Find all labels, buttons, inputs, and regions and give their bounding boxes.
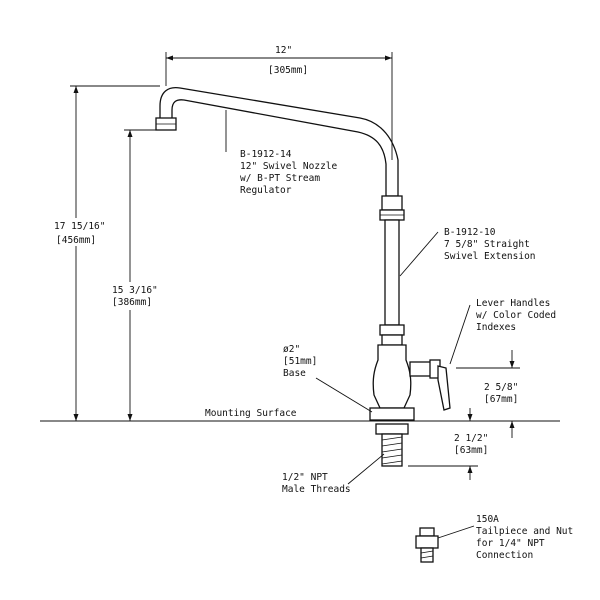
lock-nut bbox=[375, 423, 409, 435]
tailpiece-nut bbox=[415, 535, 439, 549]
thread-lines bbox=[381, 436, 403, 465]
label-bg bbox=[110, 282, 156, 310]
handle-height-in-label: 2 5/8" bbox=[484, 382, 518, 393]
arrow bbox=[467, 414, 473, 421]
width-mm-label: [305mm] bbox=[268, 65, 308, 76]
extension-leader bbox=[399, 231, 439, 277]
swivel-extension bbox=[384, 219, 400, 326]
arrow bbox=[166, 55, 173, 61]
total-height-in-label: 17 15/16" bbox=[54, 221, 105, 232]
base-flange bbox=[369, 407, 415, 421]
base-label: Base bbox=[283, 368, 306, 379]
tailpiece-callout-3: for 1/4" NPT bbox=[476, 538, 545, 549]
tailpiece-callout-4: Connection bbox=[476, 550, 533, 561]
extension-callout-2: 7 5/8" Straight bbox=[444, 239, 530, 250]
total-height-mm-label: [456mm] bbox=[56, 235, 96, 246]
lower-nut bbox=[379, 324, 405, 336]
tailpiece-top bbox=[419, 527, 435, 537]
base-leader bbox=[315, 377, 373, 413]
lever-handle bbox=[437, 365, 451, 411]
arrow bbox=[467, 466, 473, 473]
arrow bbox=[73, 86, 79, 93]
stem-height-in-label: 15 3/16" bbox=[112, 285, 158, 296]
mounting-surface-label: Mounting Surface bbox=[205, 408, 297, 419]
stem-height-mm-label: [386mm] bbox=[112, 297, 152, 308]
tailpiece-thread bbox=[420, 547, 434, 563]
upper-coupling bbox=[381, 195, 403, 211]
handle-height-mm-label: [67mm] bbox=[484, 394, 518, 405]
arrow bbox=[73, 414, 79, 421]
shank-mm-label: [63mm] bbox=[454, 445, 488, 456]
handle-stem bbox=[409, 361, 433, 377]
nozzle-callout-2: 12" Swivel Nozzle bbox=[240, 161, 338, 172]
tailpiece-thread-line-1 bbox=[420, 550, 434, 554]
tailpiece-callout-2: Tailpiece and Nut bbox=[476, 526, 573, 537]
threaded-shank bbox=[381, 433, 403, 467]
threads-leader bbox=[347, 453, 385, 485]
arrow bbox=[127, 414, 133, 421]
extension-callout-3: Swivel Extension bbox=[444, 251, 536, 262]
faucet-body bbox=[372, 344, 412, 409]
width-in-label: 12" bbox=[275, 45, 292, 56]
shank-in-label: 2 1/2" bbox=[454, 433, 488, 444]
base-dia-mm-label: [51mm] bbox=[283, 356, 317, 367]
arrow bbox=[509, 421, 515, 428]
threads-callout-1: 1/2" NPT bbox=[282, 472, 328, 483]
nozzle-callout-3: w/ B-PT Stream bbox=[240, 173, 320, 184]
lower-coupling bbox=[381, 334, 403, 346]
arrow bbox=[509, 361, 515, 368]
threads-callout-2: Male Threads bbox=[282, 484, 351, 495]
base-dia-in-label: ø2" bbox=[283, 344, 300, 355]
extension-callout-1: B-1912-10 bbox=[444, 227, 496, 238]
handles-callout-2: w/ Color Coded bbox=[476, 310, 556, 321]
arrow bbox=[385, 55, 392, 61]
label-bg bbox=[54, 218, 102, 246]
tailpiece-thread-line-2 bbox=[420, 555, 434, 559]
handles-leader bbox=[449, 304, 471, 365]
nozzle-callout-1: B-1912-14 bbox=[240, 149, 292, 160]
handles-callout-3: Indexes bbox=[476, 322, 516, 333]
nozzle-callout-4: Regulator bbox=[240, 185, 292, 196]
arrow bbox=[127, 130, 133, 137]
tailpiece-leader bbox=[437, 525, 475, 539]
handles-callout-1: Lever Handles bbox=[476, 298, 550, 309]
tailpiece-callout-1: 150A bbox=[476, 514, 499, 525]
